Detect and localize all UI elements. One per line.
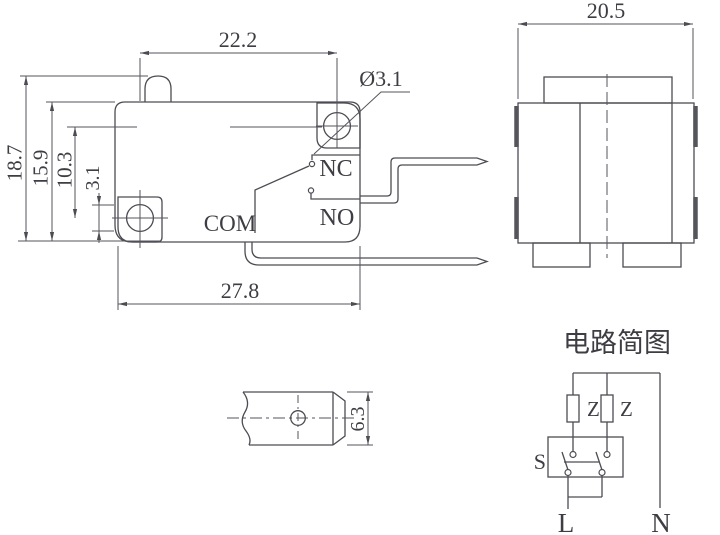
load-resistor-left bbox=[566, 394, 580, 423]
dim-text-6-3: 6.3 bbox=[347, 407, 369, 432]
label-nc: NC bbox=[319, 156, 352, 182]
load-resistor-right bbox=[600, 394, 614, 423]
dim-text-18-7: 18.7 bbox=[2, 145, 26, 182]
leader-hole-diameter bbox=[313, 91, 410, 155]
circuit-line-wire bbox=[567, 475, 603, 509]
dim-text-22-2: 22.2 bbox=[219, 27, 258, 52]
front-view: NC NO COM bbox=[112, 58, 489, 266]
plunger-button bbox=[144, 75, 172, 102]
switch-box bbox=[547, 436, 624, 478]
mounting-boss-top-right bbox=[316, 102, 361, 149]
blade-break-line bbox=[241, 391, 251, 446]
arrowhead bbox=[118, 301, 127, 307]
no-terminal-blade bbox=[360, 157, 489, 204]
dim-text-3-1: 3.1 bbox=[82, 166, 104, 191]
front-view-dimensions: 22.2 Ø3.1 18.7 15.9 10.3 3.1 bbox=[2, 27, 410, 310]
switch-contact bbox=[569, 450, 577, 459]
arrowhead bbox=[96, 231, 102, 240]
arrowhead bbox=[49, 102, 55, 111]
circuit-title: 电路简图 bbox=[563, 328, 671, 358]
com-terminal-blade bbox=[244, 242, 489, 266]
switch-contact bbox=[598, 468, 606, 477]
label-load-right: Z bbox=[620, 397, 633, 421]
side-view: 20.5 bbox=[514, 0, 698, 268]
arrowhead bbox=[140, 50, 149, 56]
nc-contact-bracket bbox=[311, 154, 360, 160]
arrowhead bbox=[518, 21, 527, 27]
arrowhead bbox=[72, 127, 78, 136]
arrowhead bbox=[328, 50, 337, 56]
side-terminal-left bbox=[532, 242, 591, 268]
dim-text-20-5: 20.5 bbox=[587, 0, 626, 23]
common-lever bbox=[254, 165, 310, 233]
switch-blade bbox=[595, 451, 603, 471]
blade-hole bbox=[290, 410, 306, 426]
arrowhead bbox=[365, 392, 371, 401]
arrowhead bbox=[365, 436, 371, 445]
switch-body-outline bbox=[114, 101, 361, 243]
arrowhead bbox=[23, 232, 29, 241]
dim-text-10-3: 10.3 bbox=[52, 152, 76, 189]
label-no: NO bbox=[320, 205, 355, 231]
nc-contact-dot bbox=[308, 160, 316, 168]
no-contact-dot bbox=[307, 187, 315, 194]
switch-blade bbox=[561, 451, 569, 471]
arrowhead bbox=[351, 301, 360, 307]
arrowhead bbox=[49, 232, 55, 241]
side-terminal-right bbox=[622, 242, 682, 268]
dim-text-27-8: 27.8 bbox=[221, 278, 260, 303]
terminal-detail-view: 6.3 bbox=[227, 391, 373, 446]
dim-text-hole-diameter: Ø3.1 bbox=[359, 66, 402, 91]
switch-contact bbox=[564, 468, 572, 477]
label-line-terminal: L bbox=[558, 508, 575, 535]
label-load-left: Z bbox=[587, 397, 600, 421]
dim-text-15-9: 15.9 bbox=[28, 150, 52, 187]
switch-contact bbox=[603, 450, 611, 459]
label-switch: S bbox=[534, 449, 546, 474]
no-contact-line bbox=[310, 193, 360, 200]
label-com: COM bbox=[204, 211, 256, 236]
arrowhead bbox=[23, 76, 29, 85]
mounting-boss-bottom-left bbox=[117, 196, 163, 243]
arrowhead bbox=[96, 196, 102, 205]
side-top-cap bbox=[543, 76, 673, 104]
label-neutral-terminal: N bbox=[651, 508, 671, 535]
arrowhead bbox=[72, 209, 78, 218]
circuit-diagram: 电路简图 Z Z S L N bbox=[534, 328, 671, 535]
arrowhead bbox=[684, 21, 693, 27]
side-body bbox=[517, 102, 695, 244]
